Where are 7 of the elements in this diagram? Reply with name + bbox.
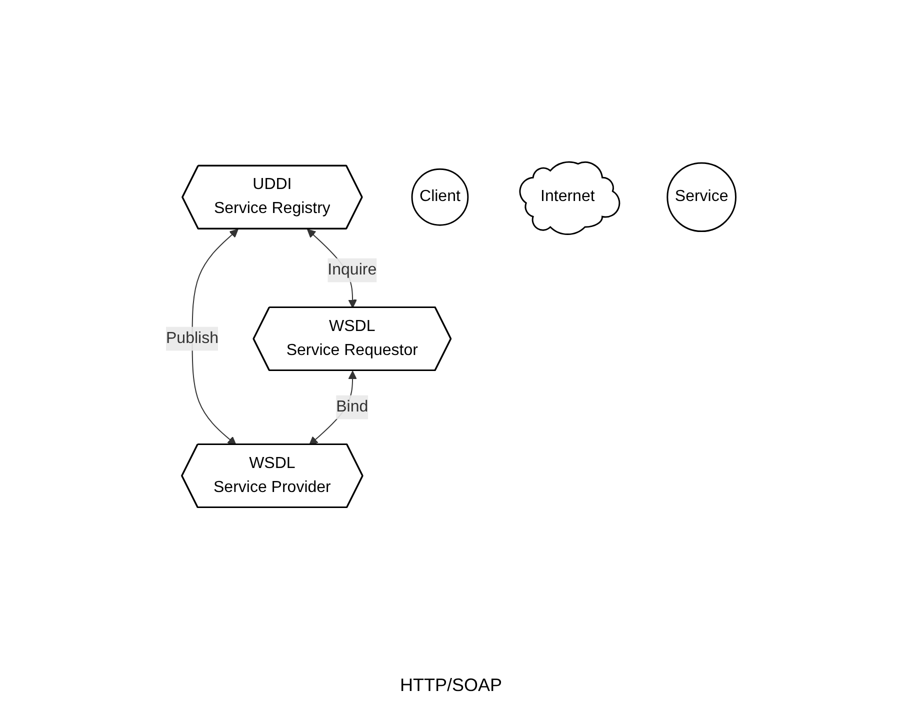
- node-circle: Client: [411, 168, 469, 226]
- arrow: [192, 228, 238, 446]
- protocol-label: HTTP/SOAP: [400, 675, 502, 695]
- edge-label: Bind: [336, 398, 368, 416]
- edge-label: Publish: [166, 330, 219, 347]
- node-circle: Service: [666, 162, 737, 232]
- edge-label: Inquire: [328, 261, 377, 278]
